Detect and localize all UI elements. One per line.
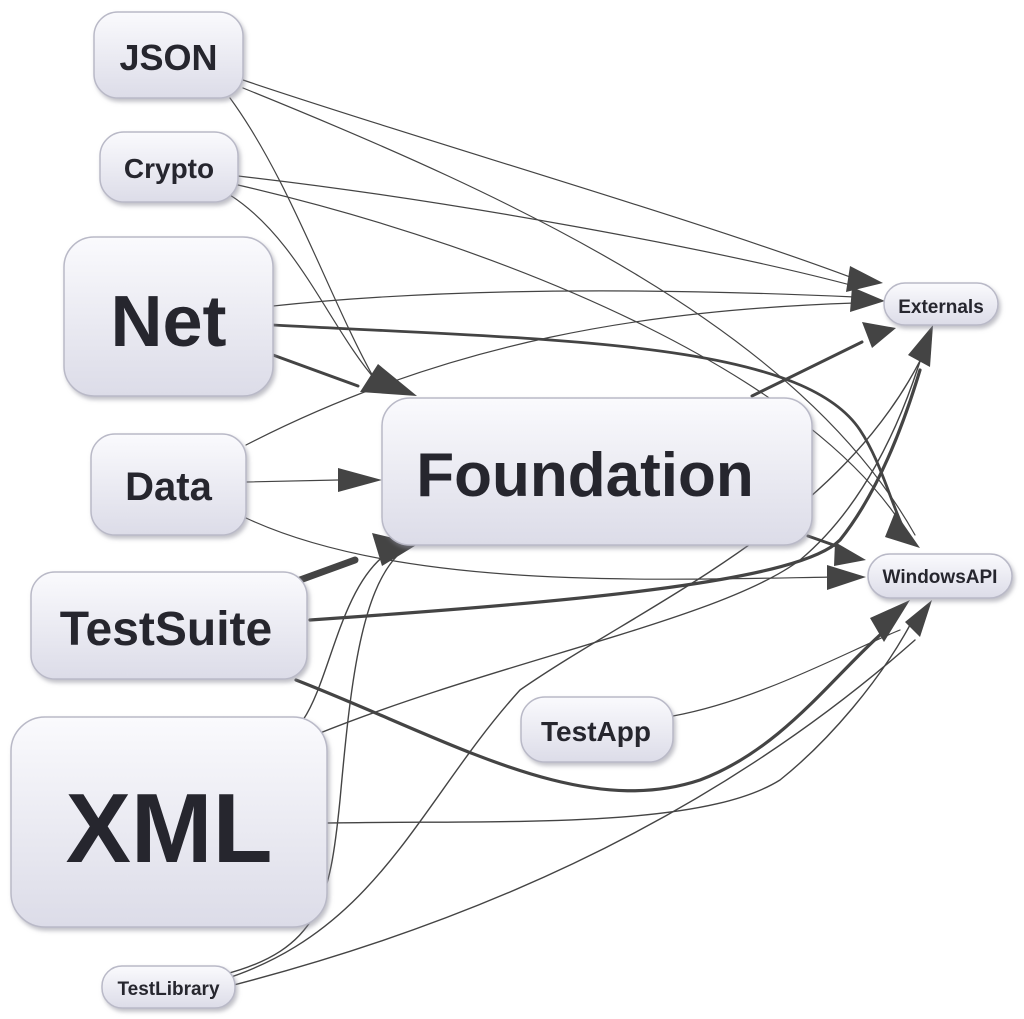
node-crypto-box <box>99 131 239 203</box>
node-testlibrary[interactable]: TestLibrary <box>101 965 236 1009</box>
node-json-label: JSON <box>119 37 217 78</box>
node-testsuite-label: TestSuite <box>60 603 272 656</box>
edge-data-externals <box>245 302 856 446</box>
node-xml[interactable]: XML <box>10 716 328 928</box>
node-json[interactable]: JSON <box>93 11 244 99</box>
arrowhead-externals-left <box>850 287 885 312</box>
edge-json-externals <box>242 79 859 281</box>
arrowhead-externals-lower <box>862 322 896 348</box>
node-testapp[interactable]: TestApp <box>520 696 674 763</box>
node-windowsapi-box <box>867 553 1013 599</box>
edge-xml-externals <box>314 344 926 736</box>
node-testlibrary-label: TestLibrary <box>117 979 220 1000</box>
edge-data-windowsapi <box>245 517 836 580</box>
edge-json-windowsapi <box>242 87 916 536</box>
edge-crypto-foundation <box>229 194 381 386</box>
node-data-label: Data <box>125 465 212 509</box>
nodes-layer: JSON Crypto Net Data Foundation TestSuit… <box>10 11 1013 1009</box>
node-data-box <box>90 433 247 536</box>
arrowhead-externals-top <box>846 266 883 292</box>
node-externals[interactable]: Externals <box>883 282 999 326</box>
edges-layer <box>221 79 931 989</box>
arrowhead-windowsapi-left <box>834 542 866 566</box>
arrowhead-windowsapi-top <box>885 512 920 548</box>
edge-data-foundation <box>245 479 339 483</box>
edge-net-foundation <box>271 353 360 388</box>
edge-foundation-externals <box>750 340 864 398</box>
arrowheads-layer <box>338 266 933 642</box>
node-xml-box <box>10 716 328 928</box>
node-testapp-label: TestApp <box>541 716 651 747</box>
edge-xml-windowsapi <box>326 624 911 824</box>
node-foundation-label: Foundation <box>416 441 753 510</box>
arrowhead-windowsapi-bottom <box>870 600 910 642</box>
edge-xml-foundation <box>302 554 386 721</box>
node-crypto[interactable]: Crypto <box>99 131 239 203</box>
node-foundation[interactable]: Foundation <box>381 397 813 546</box>
node-testlibrary-box <box>101 965 236 1009</box>
edge-crypto-externals <box>237 175 859 288</box>
edge-json-foundation <box>229 97 376 381</box>
edge-net-windowsapi <box>271 323 907 534</box>
edge-testlibrary-windowsapi <box>221 639 916 989</box>
node-foundation-box <box>381 397 813 546</box>
node-windowsapi[interactable]: WindowsAPI <box>867 553 1013 599</box>
node-net[interactable]: Net <box>63 236 274 397</box>
arrowhead-externals-bottom <box>908 325 933 367</box>
edge-testlibrary-foundation <box>221 552 401 976</box>
node-net-label: Net <box>110 282 226 362</box>
arrowhead-windowsapi-bottom2 <box>905 600 932 637</box>
node-xml-label: XML <box>66 773 273 883</box>
node-windowsapi-label: WindowsAPI <box>883 567 998 588</box>
node-externals-box <box>883 282 999 326</box>
edge-testsuite-foundation <box>296 556 359 584</box>
edge-testsuite-windowsapi <box>294 633 882 793</box>
node-net-box <box>63 236 274 397</box>
node-json-box <box>93 11 244 99</box>
edge-net-externals <box>272 290 856 307</box>
node-data[interactable]: Data <box>90 433 247 536</box>
arrowhead-foundation-top <box>360 364 417 396</box>
node-externals-label: Externals <box>898 297 984 318</box>
node-testapp-box <box>520 696 674 763</box>
edge-crypto-windowsapi <box>237 184 911 539</box>
arrowhead-windowsapi-left2 <box>827 565 866 590</box>
edge-testlibrary-externals <box>221 339 931 981</box>
node-testsuite[interactable]: TestSuite <box>30 571 308 680</box>
edge-testapp-windowsapi <box>672 629 901 717</box>
node-testsuite-box <box>30 571 308 680</box>
arrowhead-foundation-left <box>338 468 382 492</box>
node-crypto-label: Crypto <box>124 153 214 184</box>
edge-testsuite-externals <box>308 368 922 622</box>
